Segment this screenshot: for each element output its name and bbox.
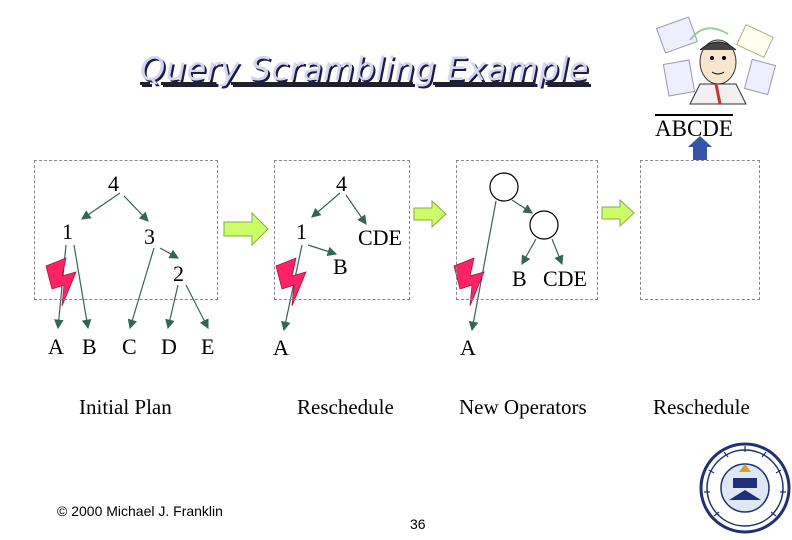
reschedule-cde: CDE — [358, 225, 402, 250]
initial-plan-tree — [54, 192, 209, 330]
new-operators-leaf-a: A — [460, 335, 476, 360]
new-operators-cde: CDE — [543, 266, 587, 291]
reschedule-node-1: 1 — [296, 219, 307, 244]
operator-node-join — [529, 210, 559, 240]
caption-initial-plan: Initial Plan — [79, 395, 172, 419]
caption-reschedule-2: Reschedule — [653, 395, 750, 419]
leaf-a: A — [48, 334, 64, 359]
leaf-c: C — [122, 334, 137, 359]
university-seal-logo — [699, 442, 791, 534]
reschedule-leaf-a: A — [273, 335, 289, 360]
lightning-icon — [45, 257, 485, 307]
initial-node-1: 1 — [62, 219, 73, 244]
block-arrow-3 — [601, 198, 635, 228]
initial-node-2: 2 — [173, 261, 184, 286]
operator-node-top — [489, 172, 519, 202]
block-arrow-2 — [413, 199, 447, 229]
clipart-juggler-icon — [655, 16, 777, 105]
reschedule-b: B — [333, 254, 348, 279]
reschedule-tree — [281, 192, 367, 332]
leaf-e: E — [201, 334, 215, 359]
leaf-b: B — [82, 334, 97, 359]
slide-title: Query Scrambling Example — [140, 50, 589, 88]
leaf-d: D — [161, 334, 177, 359]
panel-reschedule-box — [274, 160, 410, 300]
block-arrow-1 — [223, 211, 269, 247]
caption-reschedule: Reschedule — [297, 395, 394, 419]
final-result-label: ABCDE — [655, 116, 733, 141]
new-operators-b: B — [512, 266, 527, 291]
panel-new-operators-box — [456, 160, 598, 300]
initial-node-3: 3 — [144, 224, 155, 249]
initial-node-4: 4 — [108, 171, 119, 196]
page-number: 36 — [410, 516, 426, 532]
caption-new-operators: New Operators — [459, 395, 587, 419]
new-operators-tree — [468, 172, 564, 332]
panel-reschedule2-box — [640, 160, 760, 300]
result-up-arrow-icon — [688, 136, 712, 160]
reschedule-node-4: 4 — [336, 171, 347, 196]
panel-initial-box — [34, 160, 218, 300]
footer-copyright: © 2000 Michael J. Franklin — [57, 503, 223, 519]
